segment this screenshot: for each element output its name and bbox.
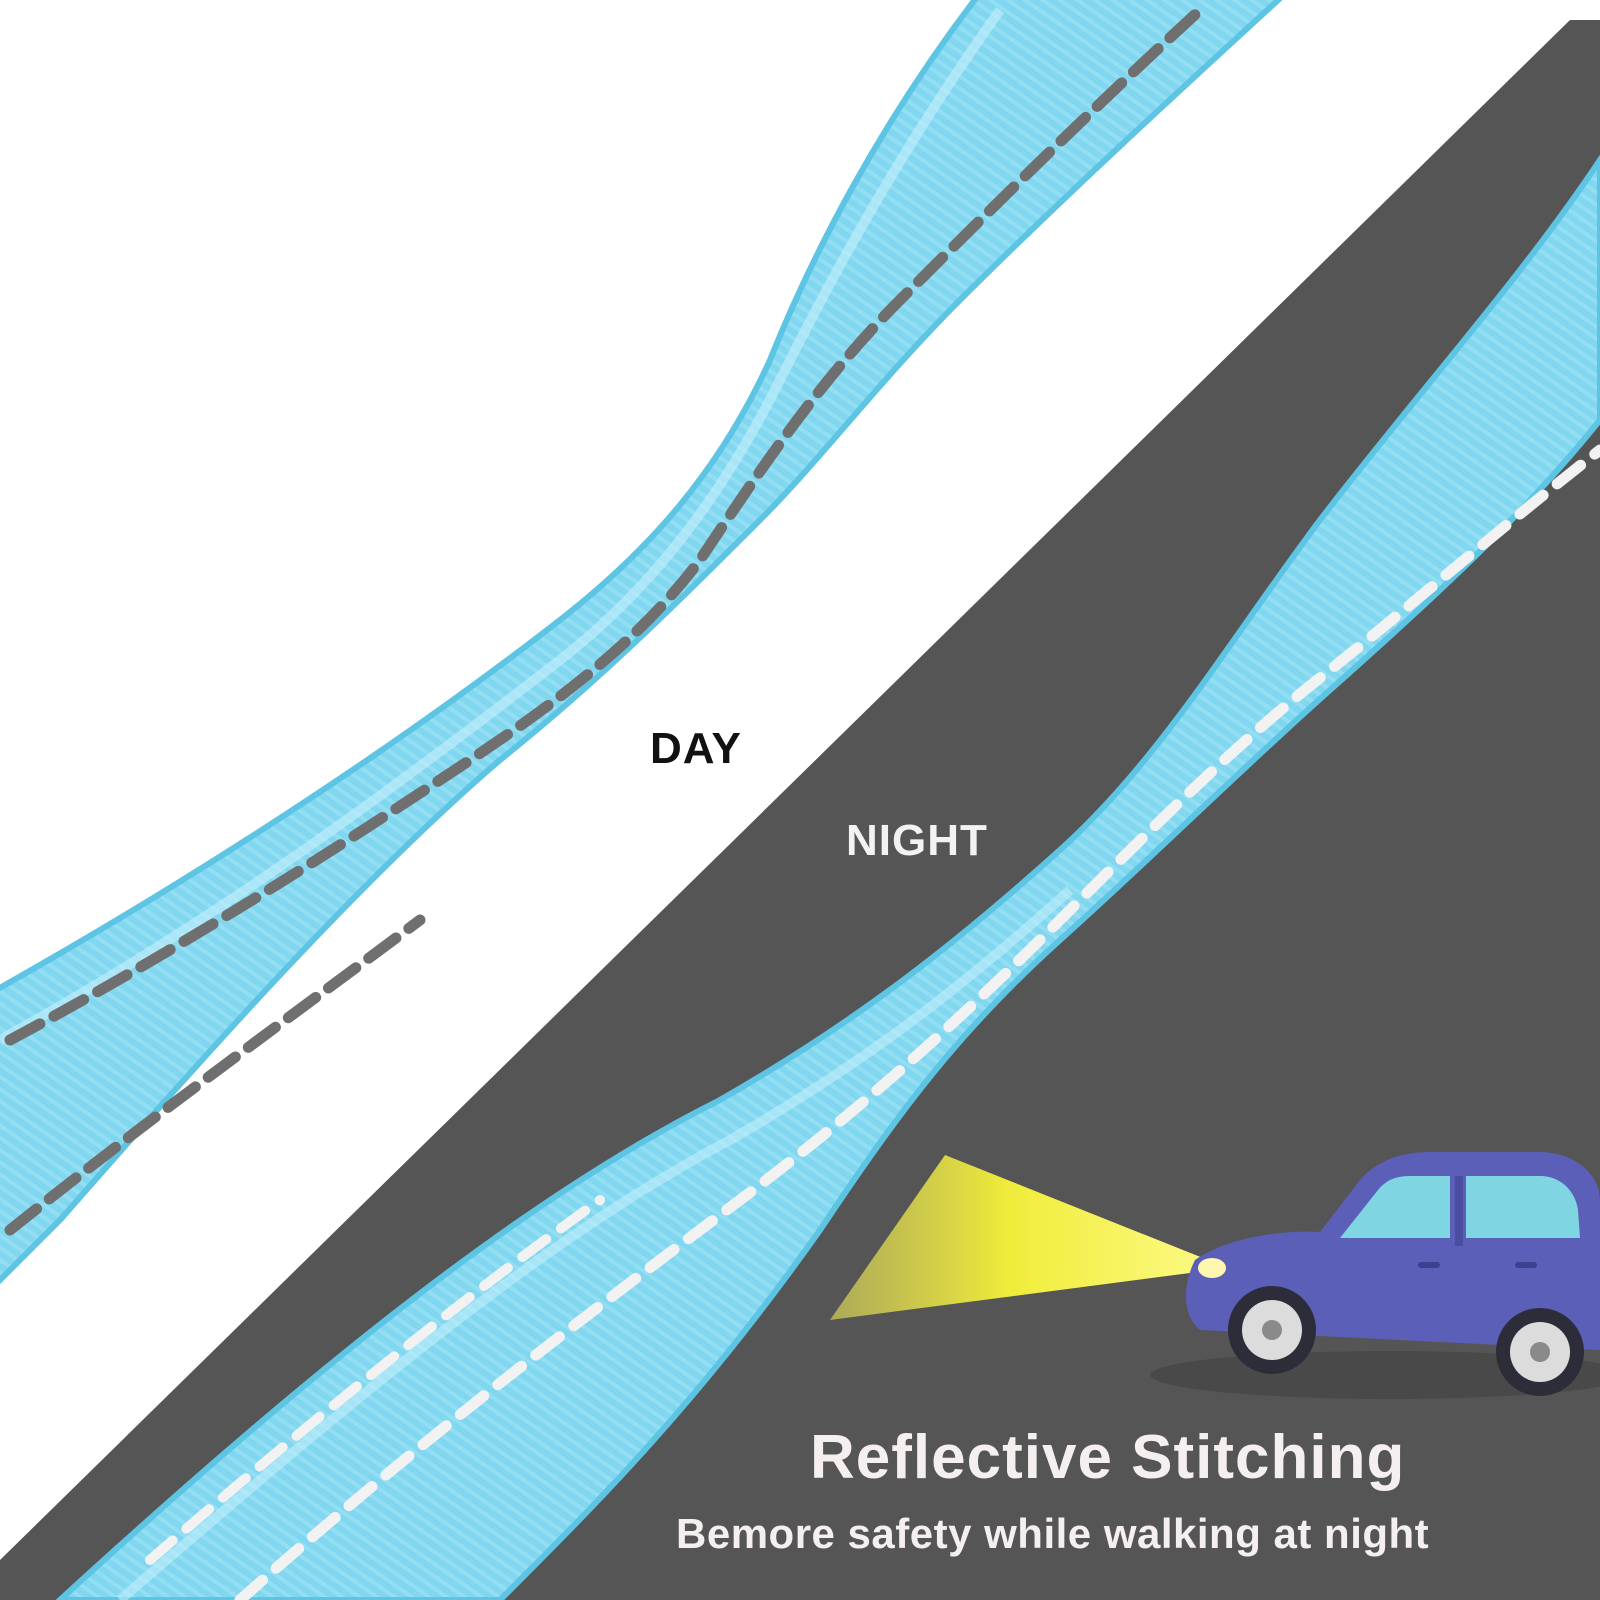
night-background bbox=[0, 20, 1600, 1600]
night-strap bbox=[55, 154, 1600, 1600]
day-label: DAY bbox=[650, 724, 742, 773]
night-label: NIGHT bbox=[846, 816, 988, 865]
day-strap bbox=[0, 0, 1283, 1285]
day-stitch-line bbox=[4, 4, 1206, 1046]
headline: Reflective Stitching bbox=[810, 1423, 1406, 1492]
night-stitch-line bbox=[234, 444, 1600, 1600]
subheadline: Bemore safety while walking at night bbox=[676, 1510, 1430, 1557]
car-icon bbox=[1150, 1152, 1600, 1399]
headlight-beam-icon bbox=[830, 1155, 1228, 1320]
